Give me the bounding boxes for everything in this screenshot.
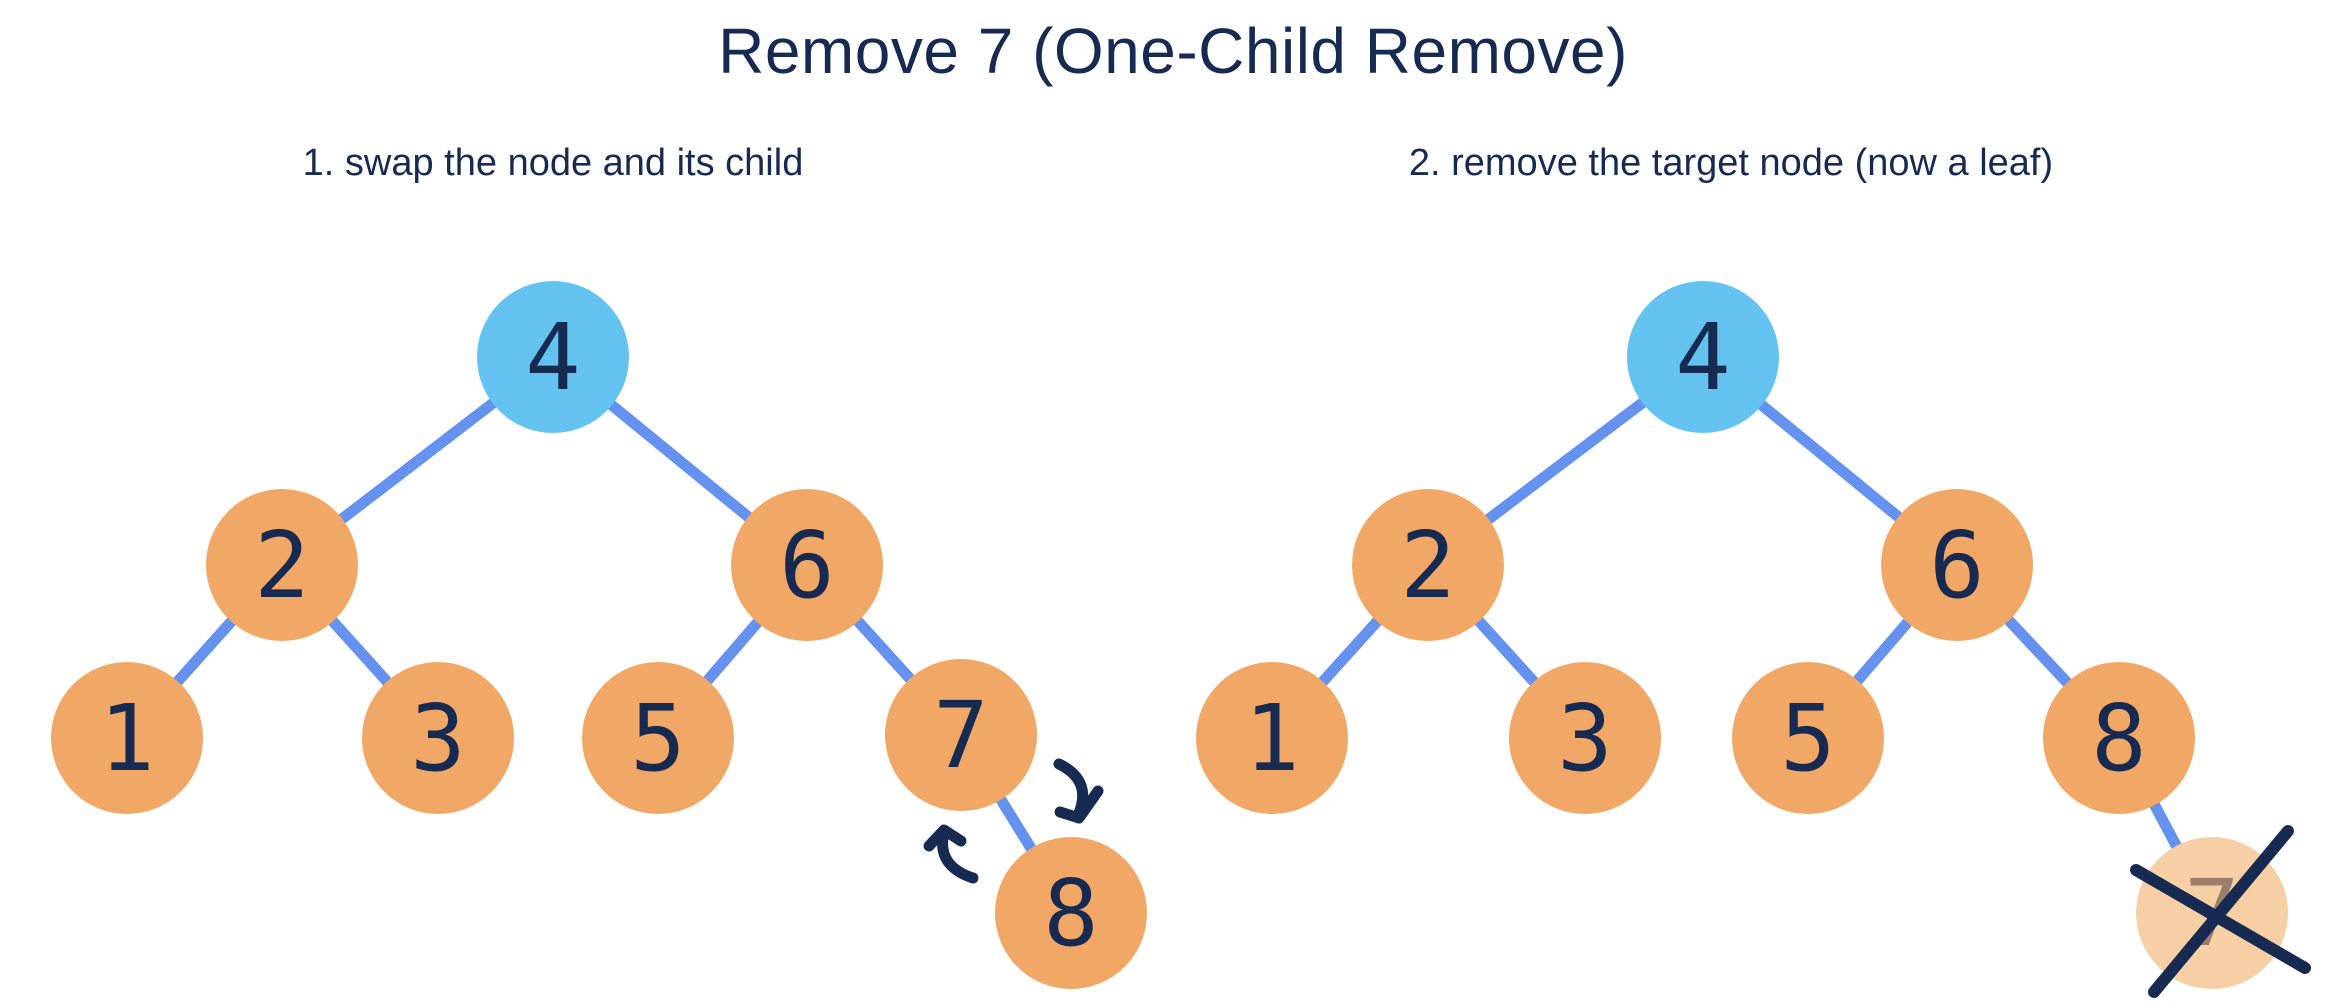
tree2-node-3-circle — [1509, 662, 1661, 814]
tree1-node-2-circle — [206, 489, 358, 641]
tree1-node-1-circle — [51, 662, 203, 814]
tree2-node-2-label: 2 — [1400, 512, 1455, 619]
tree1-node-5-circle — [582, 662, 734, 814]
swap-down-arrow-icon — [1053, 758, 1104, 824]
tree1-node-1-label: 1 — [99, 685, 154, 792]
tree1-node-1: 1 — [51, 662, 203, 814]
tree2-node-1-circle — [1196, 662, 1348, 814]
tree1-node-3: 3 — [362, 662, 514, 814]
tree1-node-2: 2 — [206, 489, 358, 641]
tree2-node-5-label: 5 — [1780, 685, 1835, 792]
tree2-node-5: 5 — [1732, 662, 1884, 814]
tree1-node-6: 6 — [731, 489, 883, 641]
tree2-node-5-circle — [1732, 662, 1884, 814]
tree2-node-3-label: 3 — [1557, 685, 1612, 792]
tree1-node-6-circle — [731, 489, 883, 641]
tree1-node-3-circle — [362, 662, 514, 814]
tree2-node-6-label: 6 — [1929, 512, 1984, 619]
remove-cross-icon — [2130, 825, 2311, 998]
tree2-node-1-label: 1 — [1244, 685, 1299, 792]
page-title: Remove 7 (One-Child Remove) — [718, 15, 1628, 87]
tree1-node-6-label: 6 — [779, 512, 834, 619]
tree1-node-2-label: 2 — [254, 512, 309, 619]
tree1-node-3-label: 3 — [410, 685, 465, 792]
tree1-node-8-circle — [995, 837, 1147, 989]
tree1-node-8: 8 — [995, 837, 1147, 989]
tree1-node-5: 5 — [582, 662, 734, 814]
tree1-node-7-circle — [885, 659, 1037, 811]
tree1-node-7: 7 — [885, 659, 1037, 811]
swap-up-arrow-icon — [923, 824, 979, 884]
tree1-node-4-circle — [477, 281, 629, 433]
tree1-node-4-label: 4 — [525, 304, 580, 411]
tree2-node-3: 3 — [1509, 662, 1661, 814]
step1-caption: 1. swap the node and its child — [302, 142, 804, 184]
tree2-node-6: 6 — [1881, 489, 2033, 641]
tree1-node-7-label: 7 — [933, 682, 988, 789]
tree2-node-8-label: 8 — [2091, 685, 2146, 792]
step2-caption: 2. remove the target node (now a leaf) — [1408, 142, 2054, 184]
tree2-node-2-circle — [1352, 489, 1504, 641]
tree2-node-8: 8 — [2043, 662, 2195, 814]
tree2-node-8-circle — [2043, 662, 2195, 814]
tree1-node-5-label: 5 — [630, 685, 685, 792]
tree1-node-4: 4 — [477, 281, 629, 433]
tree2-node-2: 2 — [1352, 489, 1504, 641]
tree2-node-4-circle — [1627, 281, 1779, 433]
tree2-node-6-circle — [1881, 489, 2033, 641]
tree1-node-8-label: 8 — [1043, 860, 1098, 967]
tree2-node-1: 1 — [1196, 662, 1348, 814]
tree2-node-4: 4 — [1627, 281, 1779, 433]
tree2-node-4-label: 4 — [1675, 304, 1730, 411]
